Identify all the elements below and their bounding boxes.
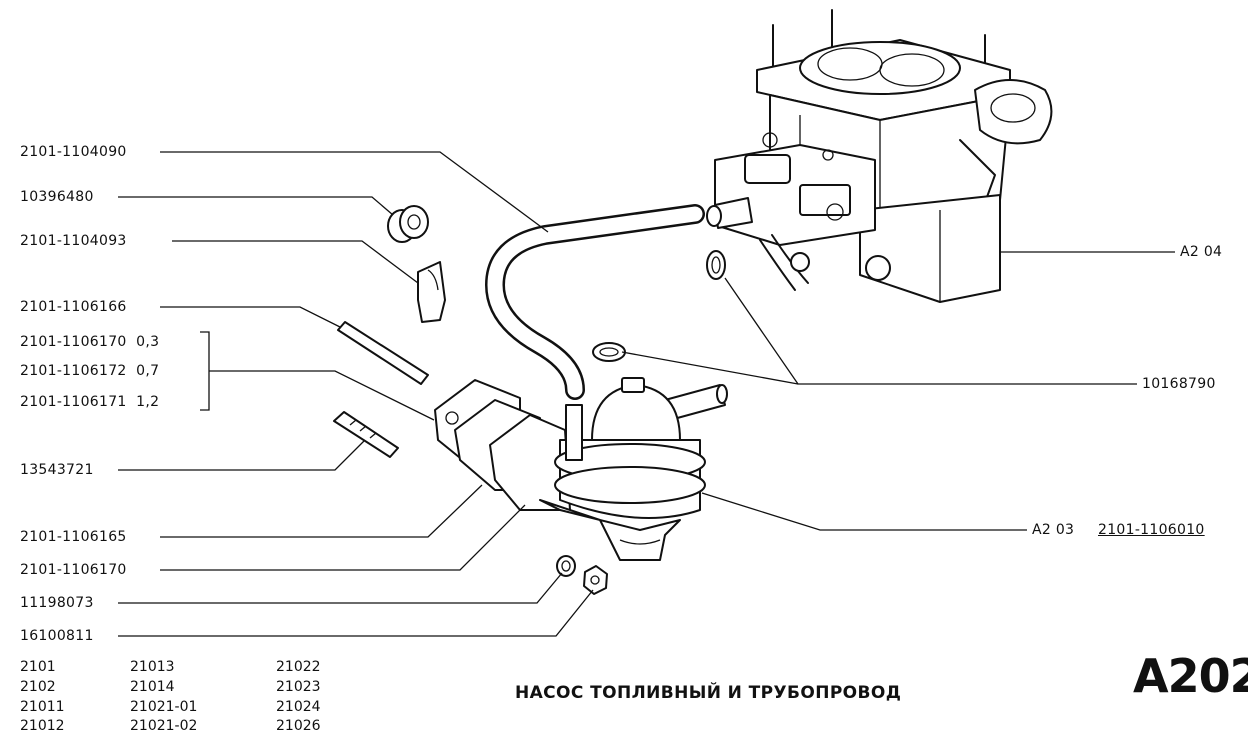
washer-drawing [556, 555, 576, 577]
callout-stud: 13543721 [20, 462, 94, 478]
model-item: 21026 [276, 718, 321, 734]
model-item: 21024 [276, 699, 321, 715]
model-item: 21011 [20, 699, 65, 715]
leader-lines [118, 151, 1175, 637]
clamps-drawing [592, 250, 726, 362]
model-item: 21021-01 [130, 699, 198, 715]
bracket-drawing [417, 261, 446, 323]
model-item: 21014 [130, 679, 175, 695]
grommet-drawing [387, 205, 429, 243]
fuel-hose-drawing [485, 204, 705, 400]
nut-drawing [583, 565, 608, 595]
callout-gasket-0-3: 2101-1106170 0,3 [20, 334, 160, 350]
model-item: 21012 [20, 718, 65, 734]
callout-clip: 10168790 [1142, 376, 1216, 392]
callout-carburetor-ref: A2 04 [1180, 244, 1223, 260]
callout-grommet: 10396480 [20, 189, 94, 205]
model-item: 21021-02 [130, 718, 198, 734]
page-code: A202 [1133, 649, 1248, 703]
carburetor-drawing [706, 9, 1053, 303]
model-item: 21022 [276, 659, 321, 675]
callout-gasket: 2101-1106170 [20, 562, 127, 578]
callout-pump-ref: A2 03 [1032, 522, 1075, 538]
model-item: 21013 [130, 659, 175, 675]
callout-hose: 2101-1104090 [20, 144, 127, 160]
callout-gasket-1-2: 2101-1106171 1,2 [20, 394, 160, 410]
model-item: 2102 [20, 679, 56, 695]
callout-washer: 11198073 [20, 595, 94, 611]
model-item: 21023 [276, 679, 321, 695]
fuel-pump-drawing [539, 377, 728, 561]
callout-gasket-0-7: 2101-1106172 0,7 [20, 363, 160, 379]
model-item: 2101 [20, 659, 56, 675]
callout-pump-part: 2101-1106010 [1098, 522, 1205, 538]
page-title: НАСОС ТОПЛИВНЫЙ И ТРУБОПРОВОД [515, 683, 902, 703]
callout-pushrod: 2101-1106166 [20, 299, 127, 315]
callout-spacer: 2101-1106165 [20, 529, 127, 545]
pushrod-drawing [337, 321, 429, 385]
spacer-gaskets-drawing [434, 379, 571, 511]
callout-nut: 16100811 [20, 628, 94, 644]
stud-drawing [333, 411, 399, 458]
callout-bracket: 2101-1104093 [20, 233, 127, 249]
